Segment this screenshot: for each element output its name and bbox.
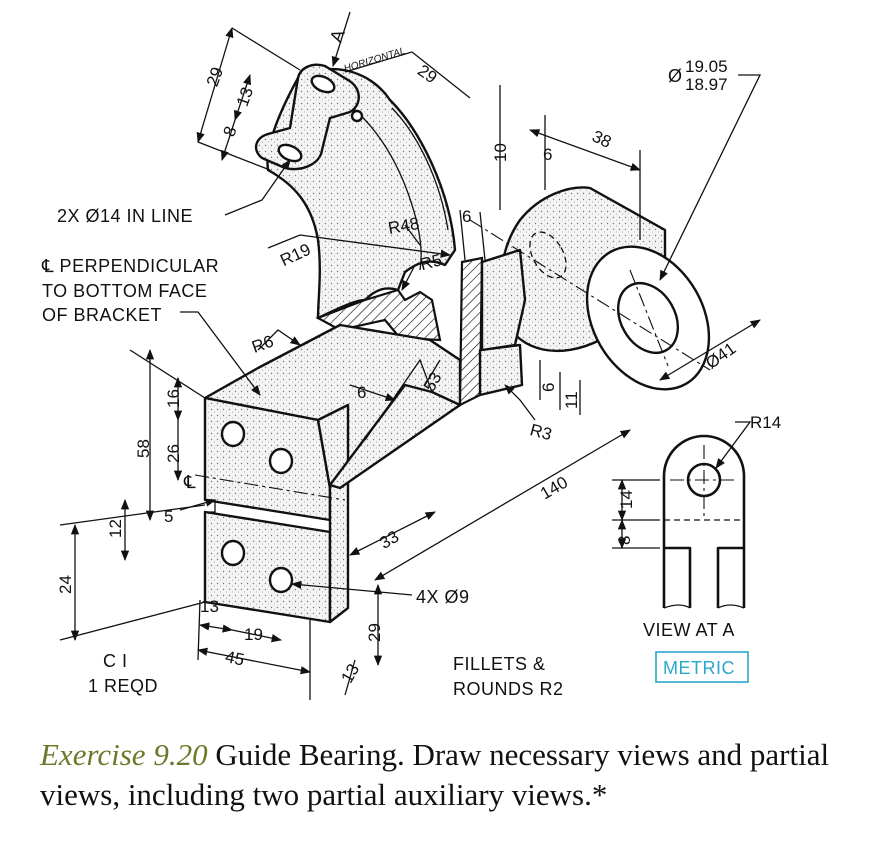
- base-hole-2: [268, 447, 294, 475]
- view-arrow-letter: A: [326, 26, 349, 45]
- technical-drawing: A HORIZONTAL 29 13 8 29 10 6 38 Ø 19.05 …: [41, 11, 781, 700]
- dim-8-top: 8: [219, 124, 240, 139]
- material-line2: 1 REQD: [88, 676, 158, 696]
- dim-140: 140: [537, 473, 571, 504]
- arm-inner-edge: [339, 99, 422, 271]
- view-at-a: [612, 421, 752, 609]
- view-at-a-label: VIEW AT A: [643, 620, 735, 640]
- dim-8-view: 8: [615, 536, 634, 545]
- note-holes-in-line: 2X Ø14 IN LINE: [57, 206, 193, 226]
- dim-19: 19: [244, 625, 263, 644]
- horizontal-label: HORIZONTAL: [343, 46, 407, 75]
- dim-6-mid: 6: [462, 207, 471, 226]
- base-hole-1: [220, 420, 246, 448]
- material-line1: C I: [103, 651, 128, 671]
- dim-dia-symbol: Ø: [668, 66, 683, 86]
- arm-small-hole: [350, 109, 364, 123]
- plate-lower: [478, 343, 524, 397]
- dim-13-top: 13: [233, 85, 257, 109]
- dimension-lines: [59, 11, 762, 700]
- base-hole-4: [268, 566, 294, 594]
- base-side-face: [316, 403, 350, 624]
- note-perpendicular-3: OF BRACKET: [42, 305, 162, 325]
- dim-10: 10: [491, 143, 510, 162]
- base-lower-front: [203, 510, 332, 624]
- base-centerline: [194, 474, 346, 501]
- dim-r3: R3: [528, 420, 554, 444]
- dim-24: 24: [56, 575, 75, 594]
- guide-bearing-part: [194, 63, 711, 624]
- dim-dia-min: 18.97: [685, 75, 728, 94]
- arm-outer-rib: [391, 107, 449, 231]
- dim-dia-max: 19.05: [685, 57, 728, 76]
- note-perpendicular-2: TO BOTTOM FACE: [42, 281, 207, 301]
- web-face: [364, 358, 433, 441]
- dim-16: 16: [164, 389, 183, 408]
- dim-r19: R19: [277, 240, 313, 270]
- view-a-arrow: [331, 11, 351, 67]
- dim-38: 38: [589, 127, 614, 152]
- dim-29-top: 29: [414, 61, 440, 87]
- note-perpendicular-1: ℄ PERPENDICULAR: [41, 256, 219, 276]
- exercise-text: Guide Bearing. Draw necessary views and …: [40, 737, 830, 812]
- dim-6-top: 6: [543, 145, 552, 164]
- dim-58: 58: [134, 439, 153, 458]
- metric-label: METRIC: [663, 658, 735, 678]
- fillets-line2: ROUNDS R2: [453, 679, 564, 699]
- dim-6-web: 6: [357, 383, 366, 402]
- fillets-line1: FILLETS &: [453, 654, 546, 674]
- note-holes-4x: 4X Ø9: [416, 587, 470, 607]
- drawing-labels: A HORIZONTAL 29 13 8 29 10 6 38 Ø 19.05 …: [41, 26, 781, 699]
- dim-29-bottom: 29: [365, 623, 384, 642]
- vertical-plate: [458, 256, 484, 407]
- dim-29-top-left: 29: [203, 65, 227, 89]
- clevis-hole-upper: [310, 74, 336, 94]
- dim-5: 5: [164, 507, 173, 526]
- dim-14-view: 14: [617, 490, 636, 509]
- exercise-caption: Exercise 9.20 Guide Bearing. Draw necess…: [40, 735, 870, 815]
- dim-26: 26: [164, 444, 183, 463]
- view-a-outline: [662, 434, 746, 608]
- metric-box: [655, 651, 749, 683]
- bearing-hub: [480, 248, 527, 352]
- base-hole-3: [220, 539, 246, 567]
- dim-r14: R14: [750, 413, 781, 432]
- dim-13-mid: 13: [200, 597, 219, 616]
- dim-r5: R5: [418, 250, 444, 274]
- dim-13-bottom: 13: [337, 661, 363, 687]
- dim-11: 11: [562, 391, 581, 409]
- exercise-label: Exercise 9.20: [40, 737, 208, 772]
- dim-12: 12: [106, 519, 125, 538]
- dim-6-lower: 6: [539, 383, 558, 392]
- center-symbol: ℄: [183, 472, 196, 492]
- dim-45: 45: [224, 647, 246, 670]
